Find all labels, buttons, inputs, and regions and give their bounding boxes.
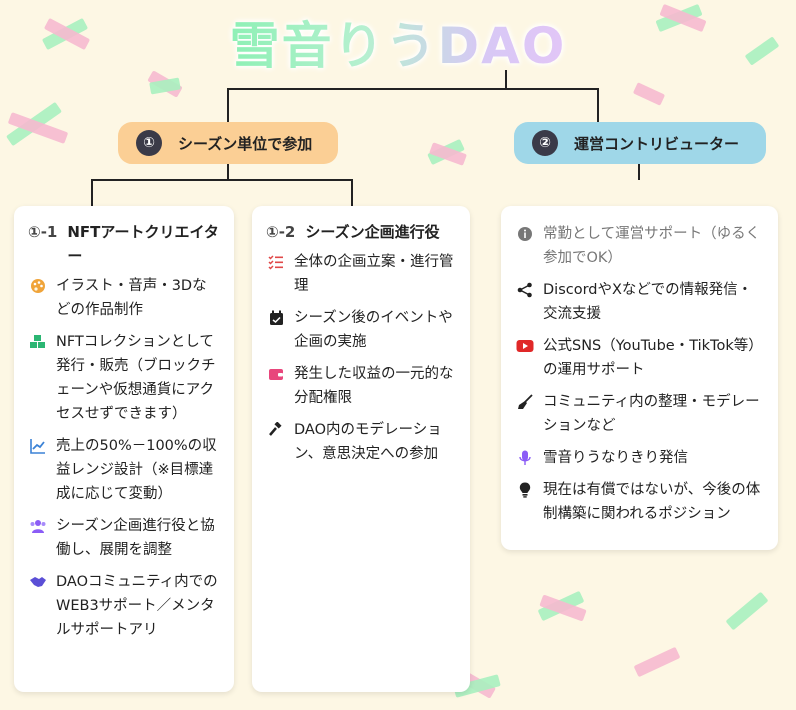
handshake-icon <box>28 570 48 594</box>
list-item: コミュニティ内の整理・モデレーションなど <box>515 390 764 438</box>
item-text: イラスト・音声・3Dなどの作品制作 <box>56 278 207 318</box>
branch-label: シーズン単位で参加 <box>178 134 313 153</box>
microphone-icon <box>515 446 535 470</box>
item-text: 全体の企画立案・進行管理 <box>294 254 454 294</box>
wallet-icon <box>266 362 286 386</box>
calendar-icon <box>266 306 286 330</box>
connector-line <box>227 88 229 122</box>
connector-line <box>638 164 640 180</box>
item-text: コミュニティ内の整理・モデレーションなど <box>543 394 760 434</box>
item-text: DAO内のモデレーション、意思決定への参加 <box>294 422 442 462</box>
list-item: 常勤として運営サポート（ゆるく参加でOK） <box>515 222 764 270</box>
item-text: 雪音りうなりきり発信 <box>543 450 688 466</box>
youtube-icon <box>515 334 535 358</box>
list-item: DAO内のモデレーション、意思決定への参加 <box>266 418 456 466</box>
branch-pill-season: ① シーズン単位で参加 <box>118 122 338 164</box>
item-text: DiscordやXなどでの情報発信・交流支援 <box>543 282 753 322</box>
broom-icon <box>515 390 535 414</box>
branch-label: 運営コントリビューター <box>574 134 740 153</box>
share-icon <box>515 278 535 302</box>
list-item: DiscordやXなどでの情報発信・交流支援 <box>515 278 764 326</box>
list-item: シーズン企画進行役と協働し、展開を調整 <box>28 514 220 562</box>
users-icon <box>28 514 48 538</box>
palette-icon <box>28 274 48 298</box>
list-item: 全体の企画立案・進行管理 <box>266 250 456 298</box>
connector-line <box>227 88 599 90</box>
item-text: DAOコミュニティ内でのWEB3サポート／メンタルサポートアリ <box>56 574 218 638</box>
item-text: 現在は有償ではないが、今後の体制構築に関われるポジション <box>543 482 761 522</box>
item-text: シーズン後のイベントや企画の実施 <box>294 310 453 350</box>
list-item: 売上の50%－100%の収益レンジ設計（※目標達成に応じて変動） <box>28 434 220 506</box>
card-header: ①-1 NFTアートクリエイター <box>28 220 220 268</box>
connector-line <box>227 164 229 180</box>
list-item: DAOコミュニティ内でのWEB3サポート／メンタルサポートアリ <box>28 570 220 642</box>
item-text: 売上の50%－100%の収益レンジ設計（※目標達成に応じて変動） <box>56 438 217 502</box>
list-item: 発生した収益の一元的な分配権限 <box>266 362 456 410</box>
card-title: NFTアートクリエイター <box>67 223 219 265</box>
decorative-tape <box>632 82 666 106</box>
card-operations-contributor: 常勤として運営サポート（ゆるく参加でOK） DiscordやXなどでの情報発信・… <box>501 206 778 550</box>
chart-line-icon <box>28 434 48 458</box>
card-header: ①-2 シーズン企画進行役 <box>266 220 456 244</box>
cubes-icon <box>28 330 48 354</box>
list-item: イラスト・音声・3Dなどの作品制作 <box>28 274 220 322</box>
branch-pill-operations: ② 運営コントリビューター <box>514 122 766 164</box>
connector-line <box>351 179 353 206</box>
card-code: ①-1 <box>28 223 58 241</box>
list-item: 雪音りうなりきり発信 <box>515 446 764 470</box>
item-text: 公式SNS（YouTube・TikTok等）の運用サポート <box>543 338 763 378</box>
decorative-tape <box>633 646 681 678</box>
list-item: 現在は有償ではないが、今後の体制構築に関われるポジション <box>515 478 764 526</box>
checklist-icon <box>266 250 286 274</box>
connector-line <box>91 179 353 181</box>
lightbulb-icon <box>515 478 535 502</box>
card-code: ①-2 <box>266 223 296 241</box>
item-text: 常勤として運営サポート（ゆるく参加でOK） <box>543 226 761 266</box>
info-icon <box>515 222 535 246</box>
connector-line <box>597 88 599 122</box>
list-item: NFTコレクションとして発行・販売（ブロックチェーンや仮想通貨にアクセスせずでき… <box>28 330 220 426</box>
branch-number-badge: ② <box>532 130 558 156</box>
card-nft-art-creator: ①-1 NFTアートクリエイター イラスト・音声・3Dなどの作品制作 NFTコレ… <box>14 206 234 692</box>
card-season-planner: ①-2 シーズン企画進行役 全体の企画立案・進行管理 シーズン後のイベントや企画… <box>252 206 470 692</box>
card-title: シーズン企画進行役 <box>305 223 440 241</box>
connector-line <box>505 70 507 88</box>
diagram-title: 雪音りうDAO <box>0 6 796 78</box>
list-item: 公式SNS（YouTube・TikTok等）の運用サポート <box>515 334 764 382</box>
decorative-tape <box>725 591 769 631</box>
gavel-icon <box>266 418 286 442</box>
connector-line <box>91 179 93 206</box>
item-text: NFTコレクションとして発行・販売（ブロックチェーンや仮想通貨にアクセスせずでき… <box>56 334 216 422</box>
item-text: シーズン企画進行役と協働し、展開を調整 <box>56 518 215 558</box>
item-text: 発生した収益の一元的な分配権限 <box>294 366 454 406</box>
list-item: シーズン後のイベントや企画の実施 <box>266 306 456 354</box>
title-text: 雪音りうDAO <box>230 6 567 78</box>
branch-number-badge: ① <box>136 130 162 156</box>
